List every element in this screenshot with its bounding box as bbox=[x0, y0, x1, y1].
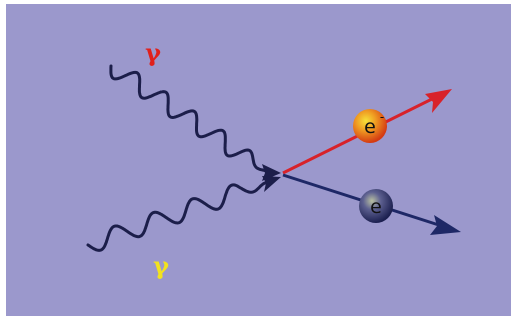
gamma-label-top: γ bbox=[145, 38, 161, 67]
background-panel bbox=[6, 4, 511, 316]
gamma-label-bottom: γ bbox=[153, 251, 169, 280]
electron-charge-label-top: - bbox=[380, 110, 384, 124]
electron-label-top: e bbox=[364, 116, 376, 138]
electron-label-bottom: e bbox=[370, 196, 382, 218]
